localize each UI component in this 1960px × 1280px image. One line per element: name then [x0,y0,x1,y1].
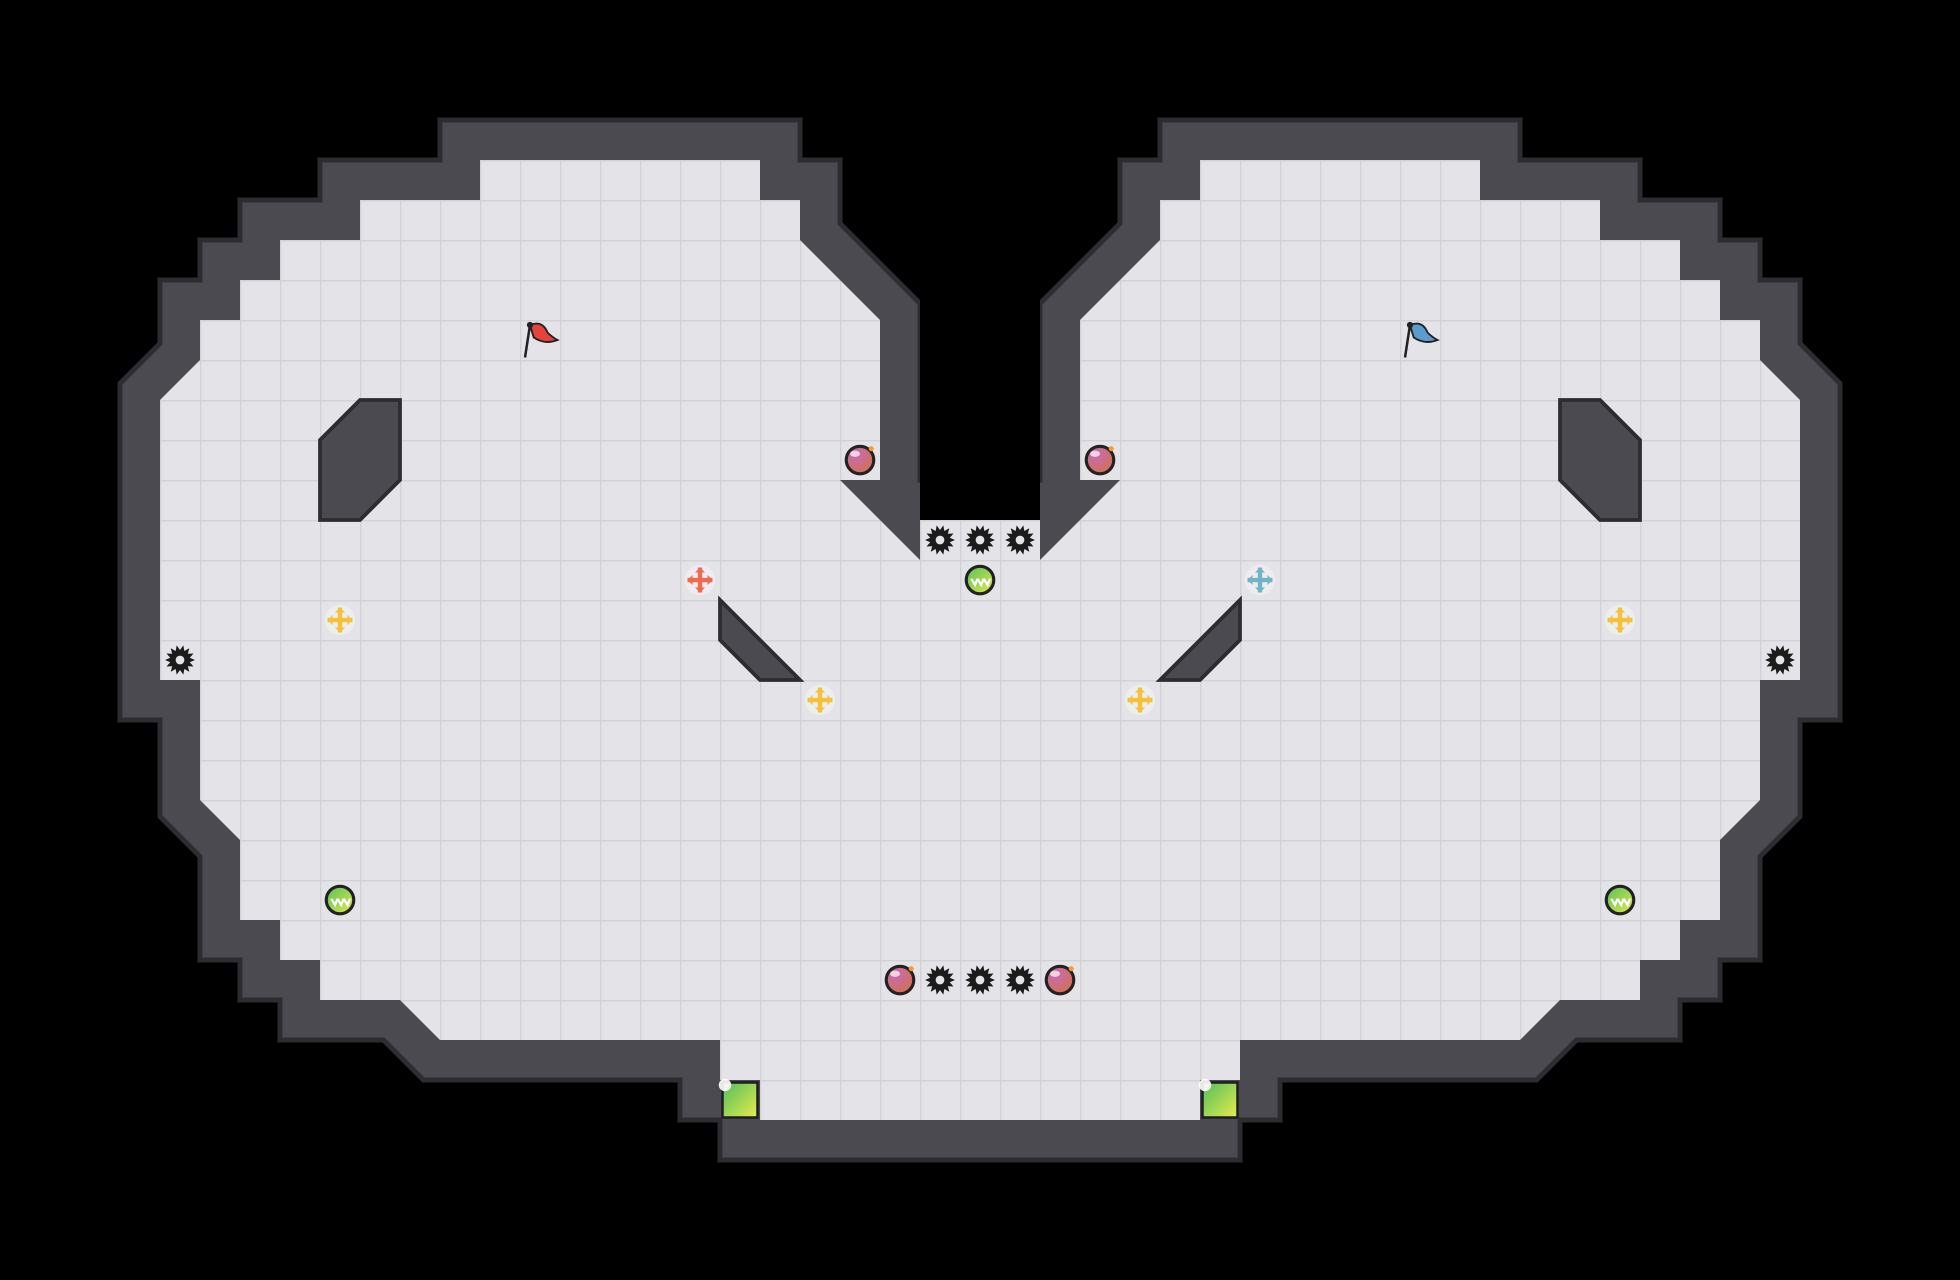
bomb-icon [1084,444,1116,476]
floor [160,160,1800,1120]
yellow-boost-icon [1605,605,1635,635]
spike-icon [1005,525,1035,555]
green-gate-tile-icon [1198,1078,1239,1119]
yellow-boost-icon [325,605,355,635]
spike-icon [925,525,955,555]
neutral-boost-icon [1604,884,1636,916]
neutral-boost-icon [964,564,996,596]
spike-icon [1765,645,1795,675]
yellow-boost-icon [805,685,835,715]
spike-icon [165,645,195,675]
neutral-boost-icon [324,884,356,916]
red-flag-icon[interactable] [523,321,560,358]
left-diagonal-wall [718,595,805,682]
spike-icon [1005,965,1035,995]
yellow-boost-icon [1125,685,1155,715]
bomb-icon [884,964,916,996]
bomb-icon [1044,964,1076,996]
spike-icon [965,525,995,555]
blue-flag-icon[interactable] [1403,321,1440,358]
spike-icon [965,965,995,995]
bomb-icon [844,444,876,476]
blue-team-boost-icon [1245,565,1275,595]
left-wall-block [318,398,402,522]
right-diagonal-wall [1155,595,1242,682]
red-team-boost-icon [685,565,715,595]
center-void [920,112,1040,520]
green-gate-tile-icon [718,1078,759,1119]
spike-icon [925,965,955,995]
right-wall-block [1558,398,1642,522]
